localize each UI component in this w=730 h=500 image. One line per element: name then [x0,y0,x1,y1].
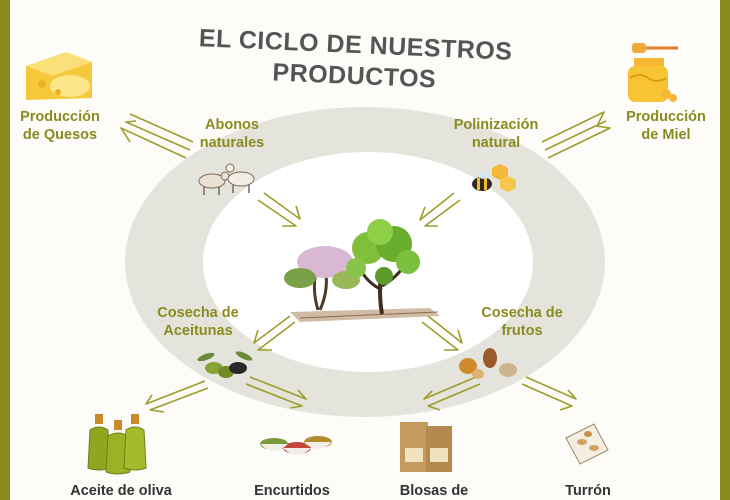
label-nougat: Turrón [536,482,640,500]
honey-jar-icon [628,43,678,102]
label-olive-oil: Aceite de oliva [56,482,186,500]
label-pickles: Encurtidos [240,482,344,500]
label-olive-harvest-line2: Aceitunas [146,322,250,340]
arrow-to-nougat [522,377,576,410]
label-pollination-line1: Polinización [444,116,548,134]
label-pollination-line2: natural [444,134,548,152]
label-fruit-harvest-line1: Cosecha de [470,304,574,322]
paper-bags-icon [400,422,452,472]
label-honey-line2: de Miel [614,126,718,144]
label-fertilizer-line2: naturales [180,134,284,152]
pickle-bowls-icon [260,436,332,455]
label-bags: Blosas de [382,482,486,500]
nougat-icon [566,424,608,464]
label-fertilizer: Abonos naturales [180,116,284,152]
label-olive-harvest-line1: Cosecha de [146,304,250,322]
olive-oil-bottles-icon [88,414,146,474]
label-olive-harvest: Cosecha de Aceitunas [146,304,250,340]
label-cheese: Producción de Quesos [8,108,112,144]
arrow-to-honey [542,112,610,158]
label-honey: Producción de Miel [614,108,718,144]
cheese-icon [26,52,92,100]
label-fruit-harvest: Cosecha de frutos [470,304,574,340]
arrow-to-olive-oil [146,381,208,412]
label-fruit-harvest-line2: frutos [470,322,574,340]
label-pollination: Polinización natural [444,116,548,152]
label-fertilizer-line1: Abonos [180,116,284,134]
label-cheese-line1: Producción [8,108,112,126]
label-honey-line1: Producción [614,108,718,126]
label-cheese-line2: de Quesos [8,126,112,144]
